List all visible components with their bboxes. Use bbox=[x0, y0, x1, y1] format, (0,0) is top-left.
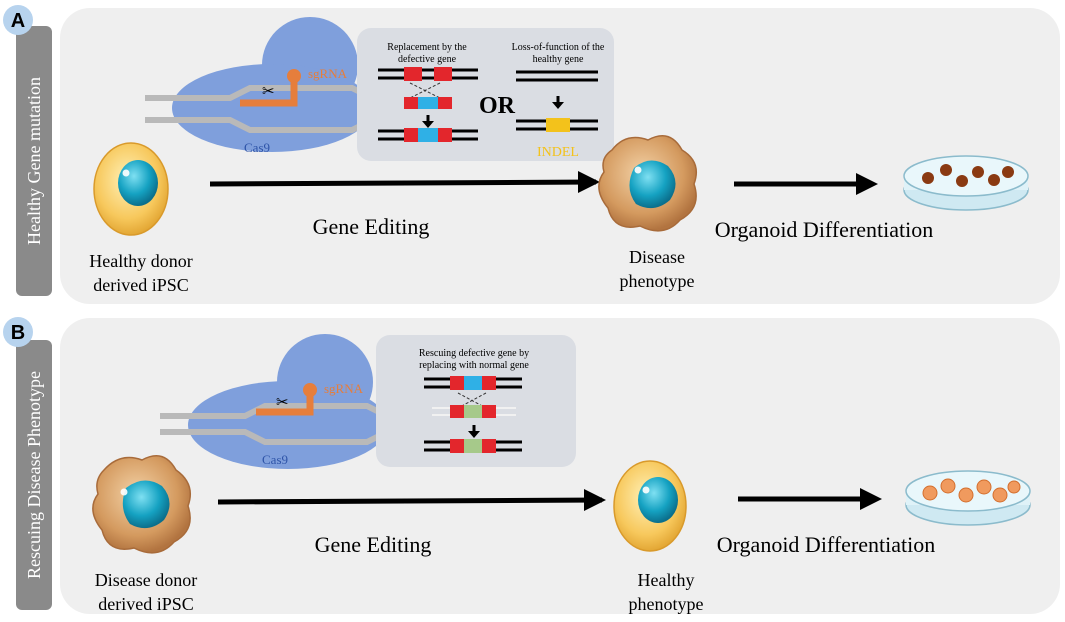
down-arrow-head-a1 bbox=[422, 121, 434, 128]
sgrna-loop-b bbox=[303, 383, 317, 397]
panel-a: Healthy Gene mutation A ✂ sgRNA Cas9 Rep… bbox=[3, 5, 1060, 304]
arrow-organoid-a-head bbox=[856, 173, 878, 195]
healthy-phenotype-cell-b bbox=[613, 460, 687, 552]
inset-b-title-1: Rescuing defective gene by bbox=[419, 348, 529, 359]
nucleus-a1 bbox=[118, 160, 158, 206]
panel-b: Rescuing Disease Phenotype B ✂ sgRNA Cas… bbox=[3, 317, 1060, 614]
panel-a-side-label: Healthy Gene mutation bbox=[24, 77, 44, 245]
sgrna-a bbox=[240, 80, 298, 107]
inset-a-right-title-1: Loss-of-function of the bbox=[512, 42, 605, 53]
start-cell-label-b-1: Disease donor bbox=[95, 570, 197, 590]
mid-cell-label-b-2: phenotype bbox=[629, 594, 704, 614]
inset-box-b: Rescuing defective gene by replacing wit… bbox=[376, 335, 576, 467]
panel-b-badge bbox=[3, 317, 33, 347]
panel-b-badge-letter: B bbox=[11, 322, 25, 344]
nucleus-b2 bbox=[638, 477, 678, 523]
cas9-label-b: Cas9 bbox=[262, 452, 288, 467]
inset-a-right-title-2: healthy gene bbox=[533, 54, 584, 65]
step2-label-b: Organoid Differentiation bbox=[717, 532, 936, 557]
arrow-gene-editing-a-head bbox=[578, 171, 600, 193]
panel-b-side-bar bbox=[16, 340, 52, 610]
step2-label-a: Organoid Differentiation bbox=[715, 217, 934, 242]
healthy-ipsc-cell-a bbox=[93, 142, 169, 236]
disease-ipsc-cell-b bbox=[92, 455, 191, 554]
panel-a-side-bar bbox=[16, 26, 52, 296]
gene-line-healthy-a bbox=[378, 67, 478, 81]
sgrna-b bbox=[256, 394, 314, 416]
mid-cell-label-a-2: phenotype bbox=[620, 271, 695, 291]
donor-defective-fragment-a bbox=[404, 97, 452, 109]
crossover-lines-a bbox=[409, 82, 441, 99]
down-arrow-head-b bbox=[468, 431, 480, 438]
arrow-organoid-b-head bbox=[860, 488, 882, 510]
start-cell-label-a-2: derived iPSC bbox=[93, 275, 189, 295]
panel-a-badge bbox=[3, 5, 33, 35]
inset-box-a: Replacement by the defective gene bbox=[357, 28, 614, 161]
step1-label-b: Gene Editing bbox=[315, 532, 432, 557]
nucleus-a2 bbox=[629, 160, 676, 209]
cas9-label-a: Cas9 bbox=[244, 140, 270, 155]
arrow-gene-editing-a bbox=[209, 179, 597, 187]
gene-line-indel-a bbox=[516, 118, 598, 132]
panel-a-badge-letter: A bbox=[11, 10, 25, 32]
petri-dish-a bbox=[903, 155, 1029, 211]
arrow-gene-editing-b-head bbox=[584, 489, 606, 511]
disease-phenotype-cell-a bbox=[598, 135, 697, 232]
panel-b-side-label: Rescuing Disease Phenotype bbox=[24, 371, 44, 579]
or-label: OR bbox=[479, 93, 516, 119]
sgrna-loop-a bbox=[287, 69, 301, 83]
start-cell-label-b-2: derived iPSC bbox=[98, 594, 194, 614]
down-arrow-head-a2 bbox=[552, 102, 564, 109]
mid-cell-label-a-1: Disease bbox=[629, 247, 685, 267]
inset-a-left-title-1: Replacement by the bbox=[387, 42, 467, 53]
indel-label: INDEL bbox=[537, 145, 579, 160]
mid-cell-label-b-1: Healthy bbox=[638, 570, 695, 590]
sgrna-label-a: sgRNA bbox=[308, 66, 348, 81]
donor-normal-fragment-b bbox=[432, 405, 516, 418]
scissors-icon-b: ✂ bbox=[276, 394, 289, 411]
inset-b-background bbox=[376, 335, 576, 467]
gene-line-normal-a bbox=[516, 70, 598, 82]
sgrna-label-b: sgRNA bbox=[324, 381, 364, 396]
inset-a-left-title-2: defective gene bbox=[398, 54, 457, 65]
gene-line-rescued-b bbox=[424, 439, 522, 453]
gene-line-defective-b bbox=[424, 376, 522, 390]
inset-b-title-2: replacing with normal gene bbox=[419, 360, 529, 371]
gene-line-defective-a bbox=[378, 128, 478, 142]
scissors-icon: ✂ bbox=[262, 83, 275, 100]
start-cell-label-a-1: Healthy donor bbox=[89, 251, 192, 271]
petri-dish-b bbox=[905, 470, 1031, 526]
cas9-complex-b: ✂ sgRNA Cas9 bbox=[160, 334, 445, 469]
step1-label-a: Gene Editing bbox=[313, 214, 430, 239]
nucleus-b1 bbox=[122, 480, 170, 529]
arrow-gene-editing-b bbox=[217, 497, 603, 505]
